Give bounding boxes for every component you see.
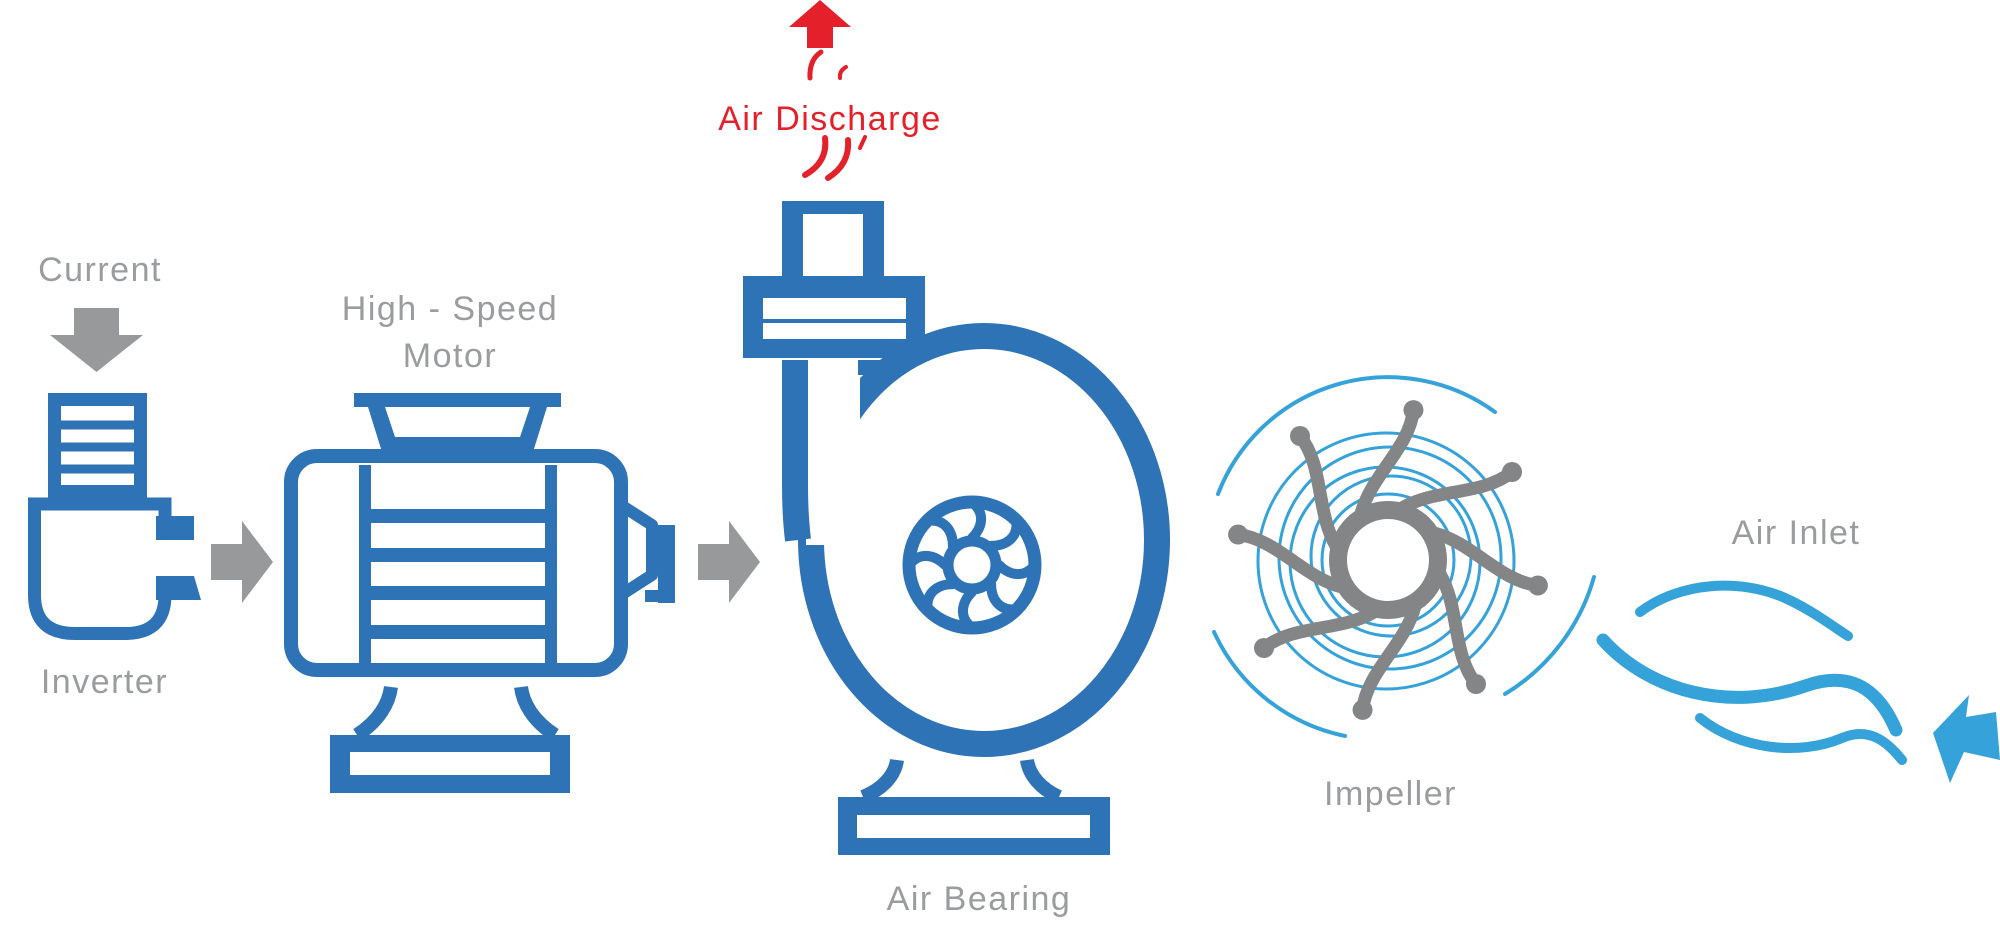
- impeller-label: Impeller: [1324, 775, 1457, 813]
- air-inlet-label: Air Inlet: [1731, 514, 1861, 552]
- arrow-left-icon: [1933, 695, 2000, 783]
- arrow-right-icon: [698, 521, 760, 603]
- arrow-right-icon: [211, 521, 273, 603]
- motor-label-line1: High - Speed: [341, 290, 559, 328]
- air-discharge-label: Air Discharge: [718, 100, 942, 138]
- inverter-label: Inverter: [40, 663, 169, 701]
- high-speed-motor-label: High - Speed Motor: [290, 286, 610, 380]
- arrow-up-icon: [789, 0, 867, 181]
- arrow-down-icon: [50, 308, 143, 372]
- fan-icon: [902, 495, 1042, 635]
- motor-label-line2: Motor: [402, 336, 498, 375]
- inverter-icon: [28, 393, 201, 640]
- impeller-icon: [1212, 375, 1596, 738]
- blower-housing-icon: [743, 201, 1170, 855]
- air-bearing-label: Air Bearing: [886, 880, 1072, 918]
- current-label: Current: [38, 251, 162, 289]
- air-inlet-waves-icon: [1596, 580, 2000, 783]
- motor-icon: [284, 393, 675, 793]
